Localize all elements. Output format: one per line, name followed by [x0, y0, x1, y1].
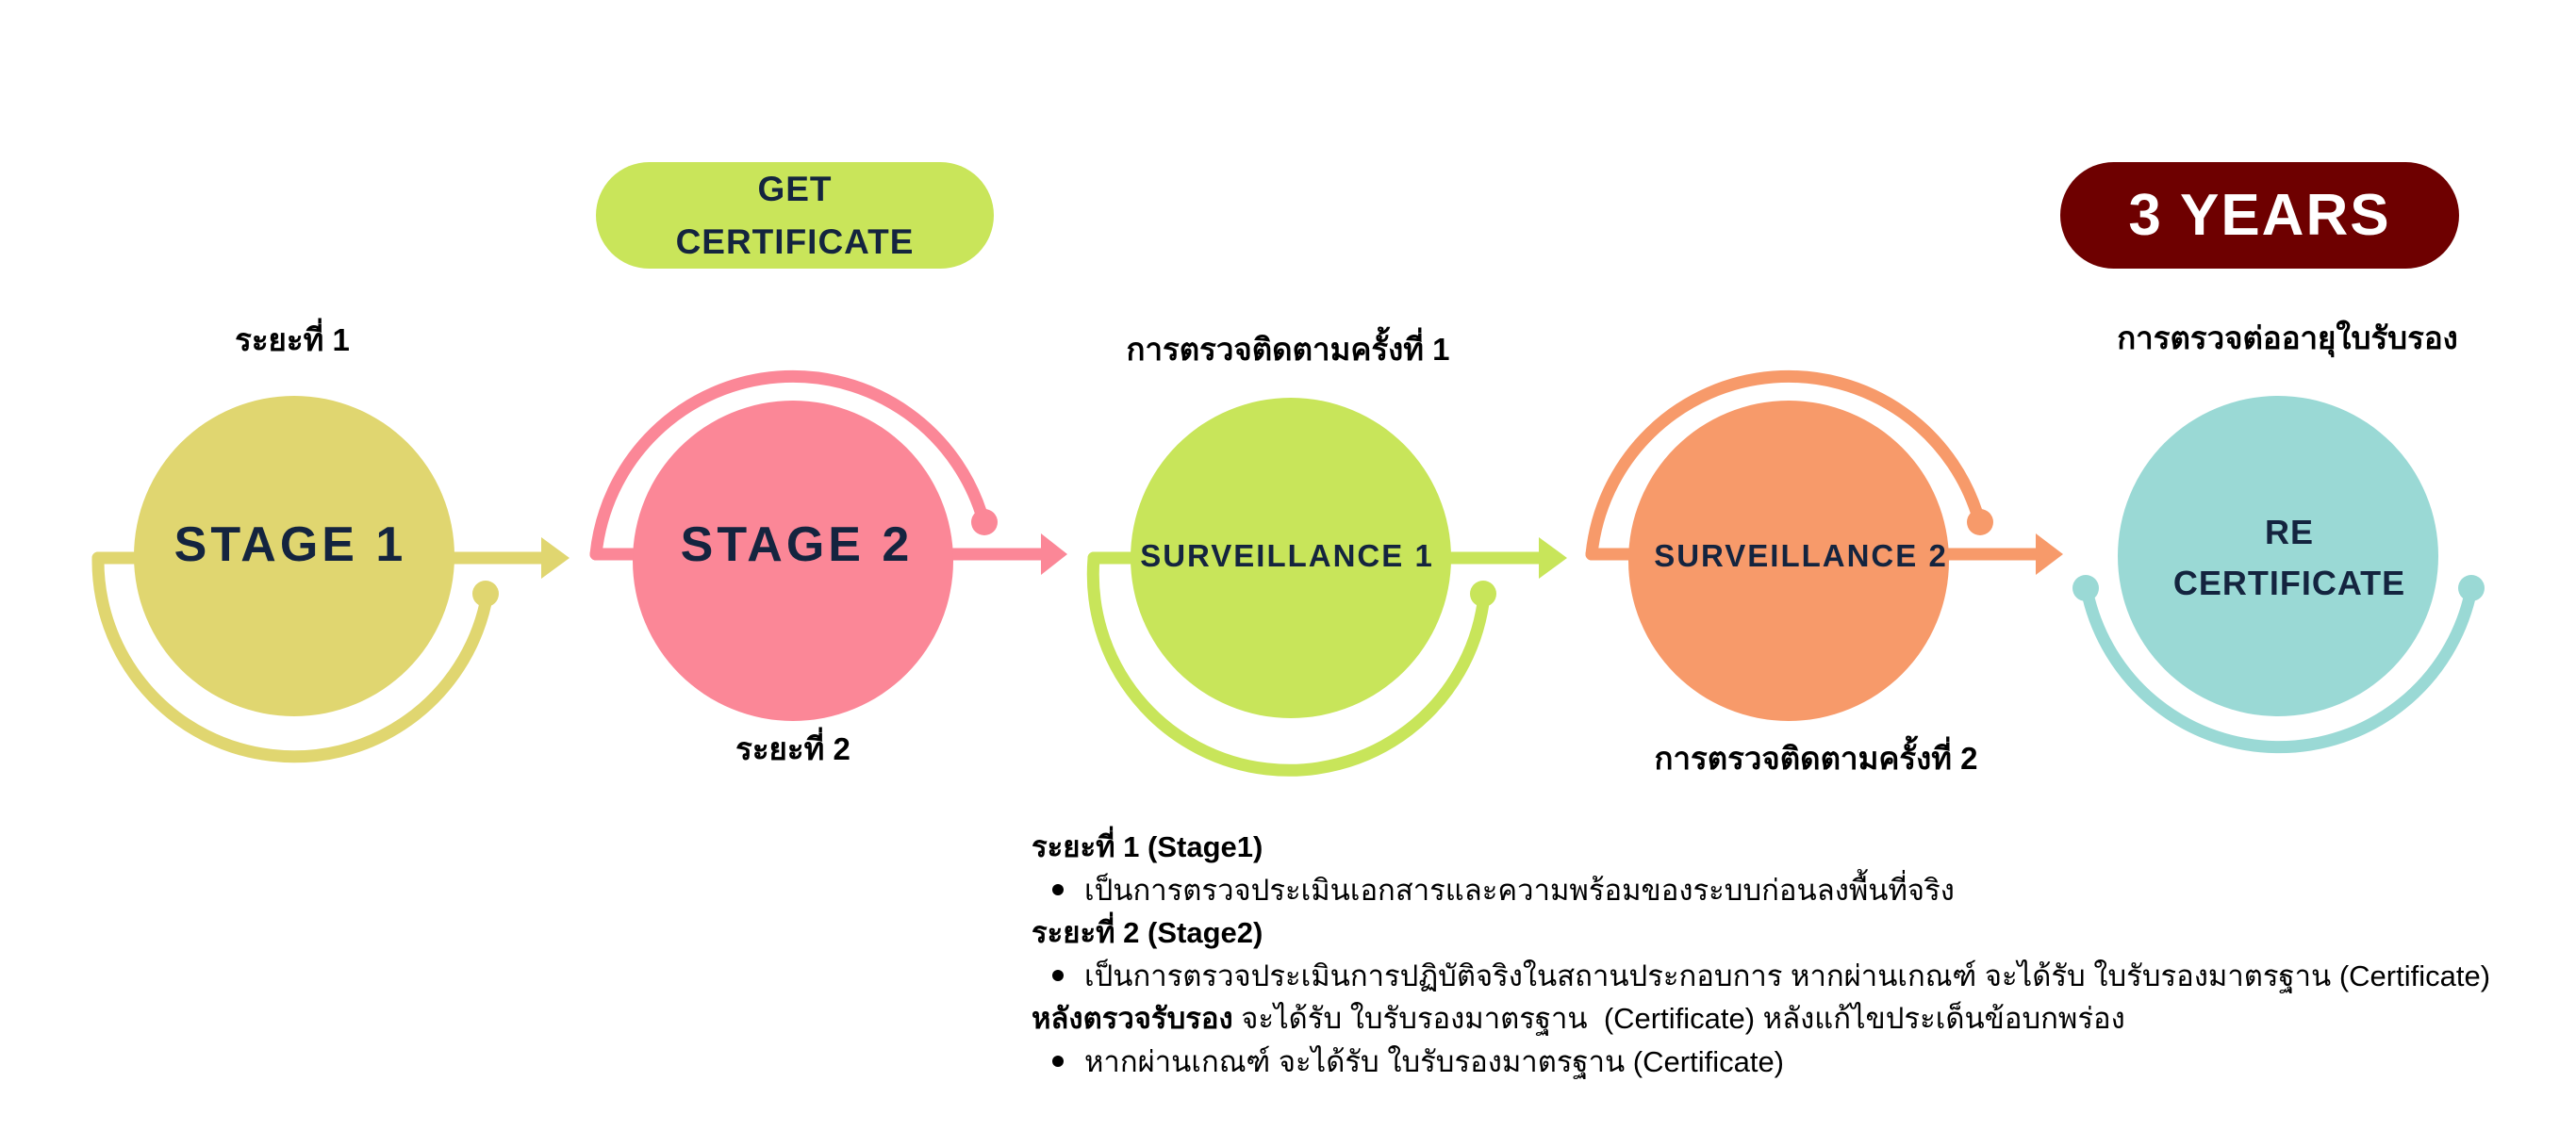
notes-bullet-stage2: เป็นการตรวจประเมินการปฏิบัติจริงในสถานปร… — [1032, 955, 2490, 998]
three-years-badge: 3 YEARS — [2060, 162, 2459, 269]
recertificate-connector — [2081, 587, 2477, 754]
stage2-circle — [633, 401, 953, 721]
notes-bullet-after-certification: หากผ่านเกณฑ์ จะได้รับ ใบรับรองมาตรฐาน (C… — [1032, 1041, 2490, 1084]
bullet-icon — [1052, 970, 1064, 982]
stage1-circle — [134, 396, 454, 716]
stage2-phase-label: ระยะที่ 2 — [735, 731, 850, 766]
recertificate-title-line1: RE — [2264, 513, 2315, 551]
notes-bullet-stage1-text: เป็นการตรวจประเมินเอกสารและความพร้อมของร… — [1084, 873, 1955, 907]
three-years-label: 3 YEARS — [2128, 183, 2391, 248]
stage2-title: STAGE 2 — [680, 517, 914, 572]
stage2-connector-dot — [971, 509, 998, 535]
surveillance1-circle — [1131, 398, 1451, 718]
notes-heading-after-certification-rest: จะได้รับ ใบรับรองมาตรฐาน (Certificate) ห… — [1232, 1002, 2125, 1035]
surveillance2-arrowhead-icon — [2036, 533, 2063, 575]
surveillance1-title: SURVEILLANCE 1 — [1140, 538, 1434, 573]
surveillance1-arrowhead-icon — [1539, 537, 1567, 579]
surveillance2-circle — [1628, 401, 1949, 721]
recertificate-title: RE CERTIFICATE — [2173, 507, 2405, 609]
get-certificate-line2: CERTIFICATE — [675, 221, 915, 261]
get-certificate-line1: GET — [757, 169, 833, 208]
stage1-phase-label: ระยะที่ 1 — [235, 322, 350, 357]
bullet-icon — [1052, 1056, 1064, 1068]
stage1-connector-dot — [472, 581, 499, 607]
surveillance2-connector-dot — [1967, 509, 1993, 535]
surveillance2-phase-label: การตรวจติดตามครั้งที่ 2 — [1654, 741, 1978, 776]
notes-bullet-stage1: เป็นการตรวจประเมินเอกสารและความพร้อมของร… — [1032, 869, 2490, 912]
stage1-title: STAGE 1 — [173, 517, 407, 572]
stage2-arrowhead-icon — [1041, 533, 1067, 575]
notes-section: ระยะที่ 1 (Stage1) เป็นการตรวจประเมินเอก… — [1032, 826, 2490, 1083]
notes-heading-stage2: ระยะที่ 2 (Stage2) — [1032, 916, 1263, 949]
surveillance2-title: SURVEILLANCE 2 — [1654, 538, 1948, 573]
surveillance1-phase-label: การตรวจติดตามครั้งที่ 1 — [1126, 332, 1450, 367]
recertificate-dot-left — [2072, 575, 2099, 601]
get-certificate-badge: GET CERTIFICATE — [596, 162, 994, 269]
notes-heading-stage1: ระยะที่ 1 (Stage1) — [1032, 830, 1263, 863]
surveillance1-connector-dot — [1470, 581, 1496, 607]
notes-heading-after-certification: หลังตรวจรับรอง จะได้รับ ใบรับรองมาตรฐาน … — [1032, 997, 2490, 1041]
recertificate-dot-right — [2458, 575, 2485, 601]
recertificate-circle — [2118, 396, 2438, 716]
bullet-icon — [1052, 884, 1064, 896]
notes-heading-after-certification-bold: หลังตรวจรับรอง — [1032, 1002, 1233, 1035]
notes-bullet-stage2-text: เป็นการตรวจประเมินการปฏิบัติจริงในสถานปร… — [1084, 959, 2491, 992]
recertificate-phase-label: การตรวจต่ออายุใบรับรอง — [2117, 320, 2458, 355]
stage1-arrowhead-icon — [541, 537, 570, 579]
recertificate-title-line2: CERTIFICATE — [2172, 564, 2406, 602]
notes-bullet-after-certification-text: หากผ่านเกณฑ์ จะได้รับ ใบรับรองมาตรฐาน (C… — [1084, 1044, 1785, 1078]
